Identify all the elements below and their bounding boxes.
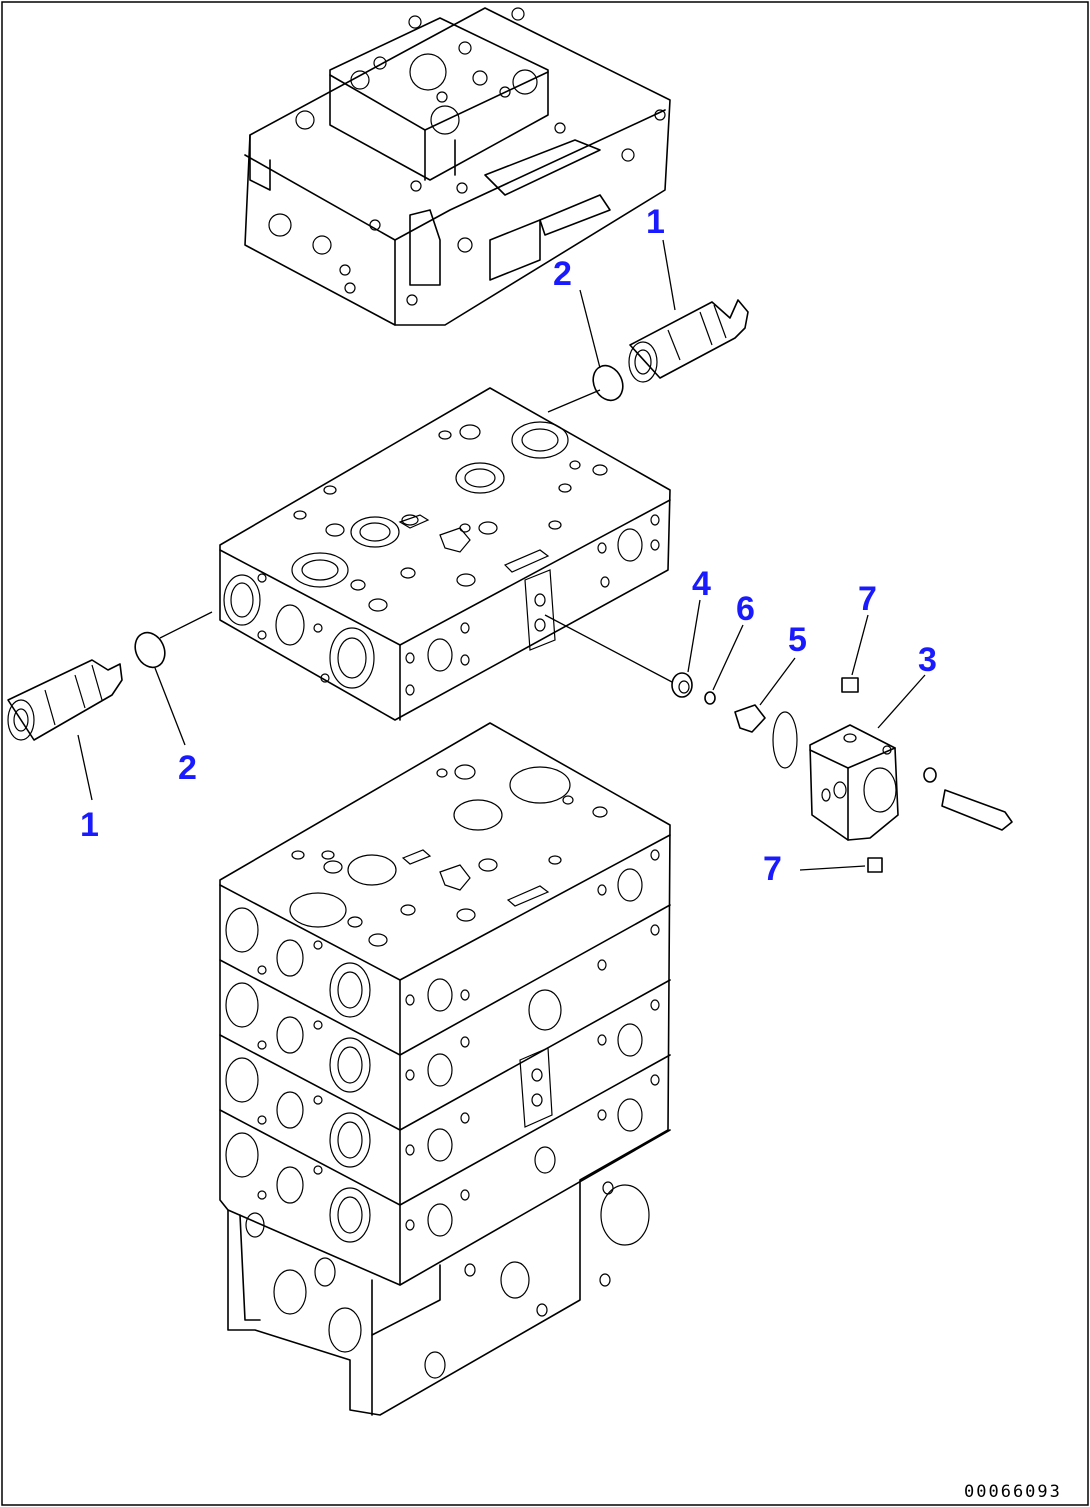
- callout-6: 6: [736, 590, 755, 628]
- leader-4: [687, 599, 701, 673]
- part-3-bolt: [923, 767, 1013, 831]
- callout-1-upper: 1: [646, 203, 665, 241]
- relief-valve-upper: [628, 299, 749, 383]
- o-ring-upper: [592, 364, 624, 402]
- top-cover-block: [244, 7, 671, 326]
- callout-5: 5: [788, 621, 807, 659]
- callout-4: 4: [692, 565, 711, 603]
- callout-2-upper: 2: [553, 255, 572, 293]
- leader-1-upper: [662, 239, 676, 311]
- leader-6: [712, 624, 744, 691]
- leader-2-upper: [579, 289, 601, 369]
- part-5-spool: [734, 704, 798, 769]
- callout-3: 3: [918, 641, 937, 679]
- part-7-plug-upper: [841, 677, 859, 693]
- callout-2-lower: 2: [178, 749, 197, 787]
- part-6-ring: [704, 691, 716, 705]
- leader-1-lower: [77, 734, 93, 801]
- leader-7-lower: [799, 865, 866, 871]
- callout-1-lower: 1: [80, 806, 99, 844]
- leader-7-upper: [851, 614, 869, 676]
- o-ring-lower: [134, 631, 166, 669]
- part-4-plug: [671, 672, 693, 698]
- leader-3: [877, 674, 926, 729]
- lower-valve-stack: [219, 722, 671, 1416]
- callout-7-lower: 7: [763, 850, 782, 888]
- leader-2-lower: [154, 667, 186, 746]
- relief-valve-lower: [7, 659, 123, 741]
- part-7-plug-lower: [867, 857, 883, 873]
- middle-valve-block: [219, 387, 671, 721]
- part-3-valve-block: [809, 724, 899, 841]
- drawing-code: 00066093: [964, 1482, 1062, 1502]
- callout-7-upper: 7: [858, 580, 877, 618]
- leader-5: [759, 657, 796, 706]
